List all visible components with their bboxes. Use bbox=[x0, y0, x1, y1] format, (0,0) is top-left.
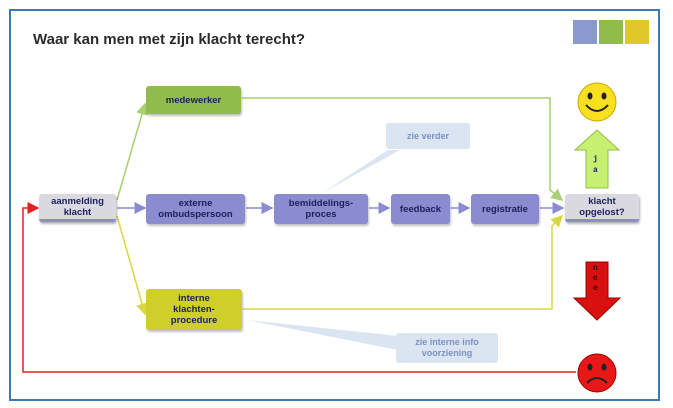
edge-interne-opgelost bbox=[243, 214, 564, 310]
callout-tail-zie-verder bbox=[322, 150, 400, 193]
edge-medewerker-opgelost bbox=[242, 97, 564, 201]
smiley-happy-icon bbox=[577, 82, 617, 122]
edge-sad-to-aanmelding bbox=[22, 202, 576, 373]
edge-aanmelding-interne bbox=[116, 215, 148, 316]
arrow-up-ja bbox=[573, 129, 621, 189]
arrow-down-nee bbox=[572, 261, 622, 321]
callout-tail-zie-interne bbox=[247, 320, 398, 350]
node-feedback: feedback bbox=[391, 194, 450, 224]
deco-square-green bbox=[599, 20, 623, 44]
node-externe-ombudspersoon: externe ombudspersoon bbox=[146, 194, 245, 224]
callout-zie-interne-info: zie interne info voorziening bbox=[396, 333, 498, 363]
node-klacht-opgelost: klacht opgelost? bbox=[565, 194, 639, 222]
page-title: Waar kan men met zijn klacht terecht? bbox=[33, 31, 306, 48]
deco-square-blue bbox=[573, 20, 597, 44]
node-medewerker: medewerker bbox=[146, 86, 241, 114]
smiley-sad-icon bbox=[577, 353, 617, 393]
callout-zie-verder: zie verder bbox=[386, 123, 470, 149]
node-interne-klachtenprocedure: interne klachten- procedure bbox=[146, 289, 242, 330]
label-nee: n e e bbox=[593, 264, 598, 293]
deco-square-yellow bbox=[625, 20, 649, 44]
node-registratie: registratie bbox=[471, 194, 539, 224]
node-aanmelding-klacht: aanmelding klacht bbox=[39, 194, 116, 222]
label-ja: j a bbox=[593, 155, 598, 175]
edge-aanmelding-medewerker bbox=[116, 102, 148, 201]
node-bemiddelingsproces: bemiddelings- proces bbox=[274, 194, 368, 224]
